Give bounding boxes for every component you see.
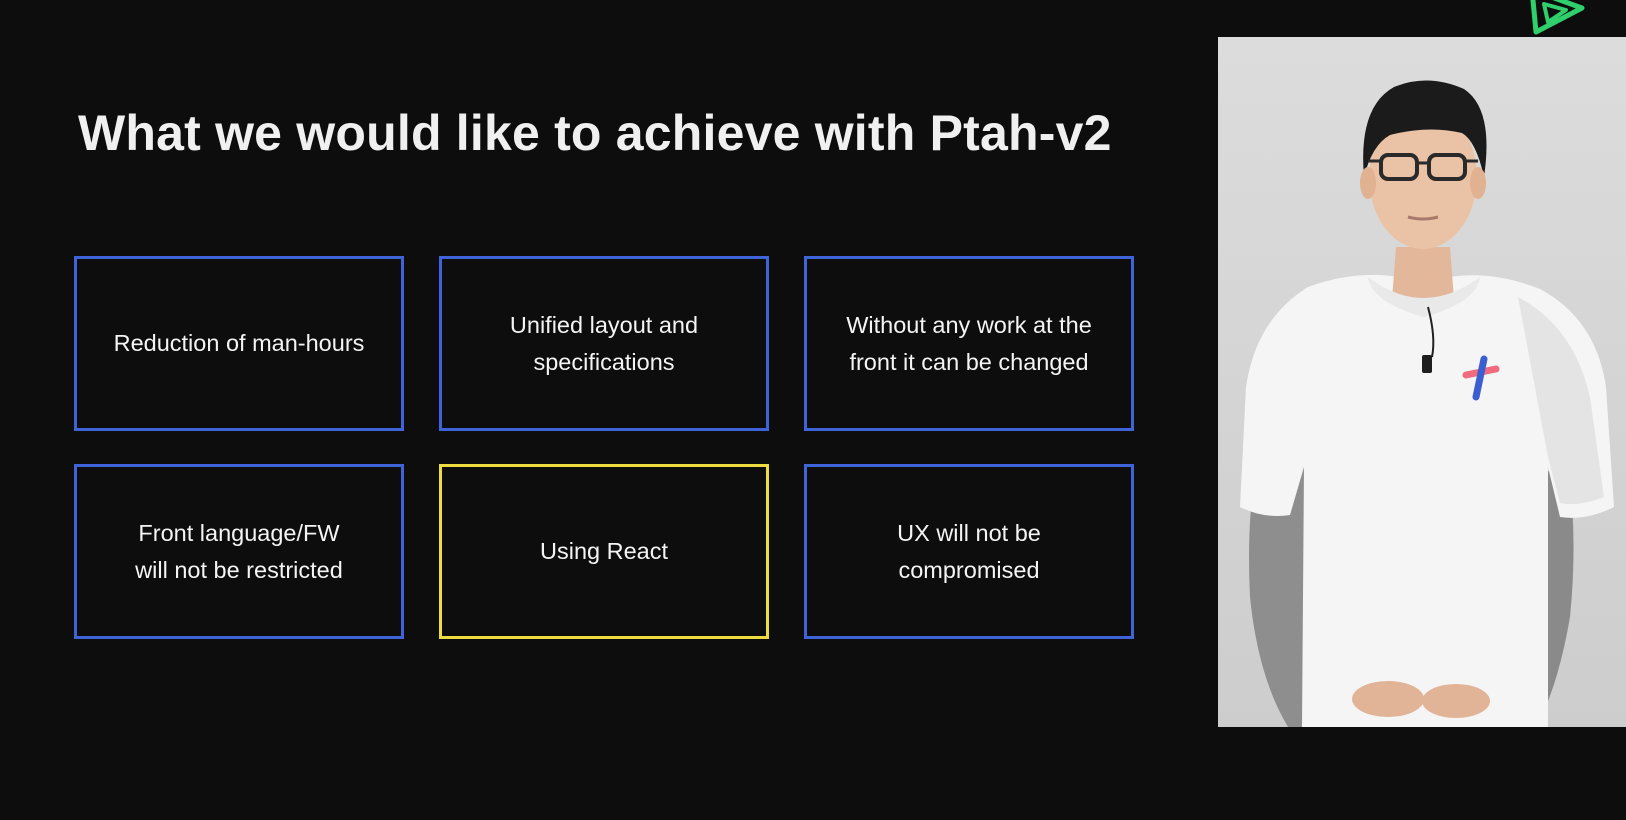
goal-card-text: Using React: [540, 538, 668, 564]
goal-card-text: Reduction of man-hours: [113, 330, 365, 356]
goal-card-text: Front language/FW will not be restricted: [135, 519, 343, 583]
goals-grid: Reduction of man-hours Unified layout an…: [74, 256, 1134, 639]
goal-card: Without any work at the front it can be …: [804, 256, 1134, 431]
play-triangle-logo-icon: [1530, 0, 1585, 35]
slide-title: What we would like to achieve with Ptah-…: [78, 105, 1112, 161]
goal-card-text: Without any work at the front it can be …: [846, 311, 1092, 375]
goal-card: Reduction of man-hours: [74, 256, 404, 431]
goal-card: Front language/FW will not be restricted: [74, 464, 404, 639]
speaker-video: [1218, 37, 1626, 727]
speaker-figure: [1240, 80, 1614, 727]
goal-card-text: UX will not be compromised: [897, 519, 1041, 583]
goal-card: UX will not be compromised: [804, 464, 1134, 639]
goal-card: Unified layout and specifications: [439, 256, 769, 431]
goal-card-text: Unified layout and specifications: [509, 311, 699, 375]
goal-card-highlighted: Using React: [439, 464, 769, 639]
shirt-logo-icon: [1462, 355, 1500, 401]
